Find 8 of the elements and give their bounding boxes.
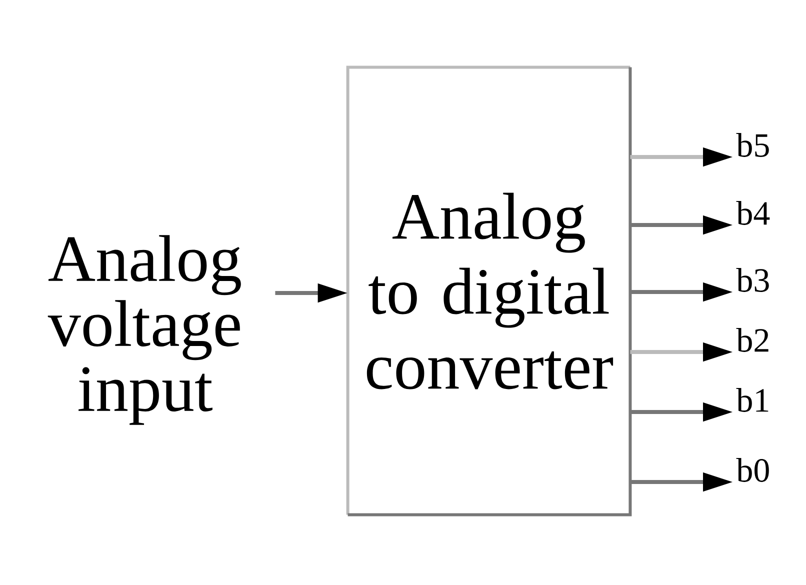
bit-label: b3 [736,268,769,292]
converter-box: Analog to digital converter [346,66,632,516]
bit-label: b4 [736,201,770,225]
bit-label: b5 [736,133,769,157]
bit-label: b1 [736,388,768,412]
input-label: Analog voltage input [48,235,241,425]
bit-label: b0 [736,458,769,482]
bit-label: b2 [736,328,768,352]
